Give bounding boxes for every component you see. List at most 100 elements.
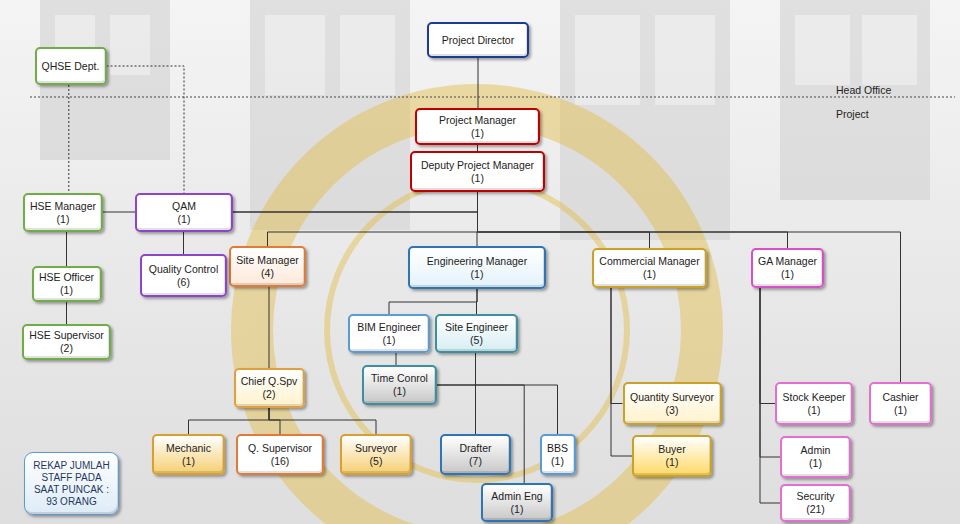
role-title: Quality Control bbox=[149, 263, 218, 276]
org-box: GA Manager(1) bbox=[751, 248, 824, 288]
org-box: Project Manager(1) bbox=[415, 108, 540, 145]
org-box: Security(21) bbox=[780, 484, 851, 522]
summary-box: REKAP JUMLAH STAFF PADA SAAT PUNCAK : 93… bbox=[24, 452, 119, 515]
org-box: Drafter(7) bbox=[440, 434, 511, 475]
staff-count: (1) bbox=[643, 268, 656, 281]
org-box: Engineering Manager(1) bbox=[408, 246, 546, 289]
org-box: Chief Q.Spv(2) bbox=[234, 368, 305, 408]
staff-count: (1) bbox=[781, 268, 794, 281]
role-title: HSE Supervisor bbox=[29, 329, 104, 342]
staff-count: (3) bbox=[666, 404, 679, 417]
role-title: Deputy Project Manager bbox=[421, 159, 534, 172]
building-facade bbox=[40, 0, 930, 240]
connector-line bbox=[233, 192, 478, 212]
zone-label: Head Office bbox=[836, 84, 891, 96]
role-title: Buyer bbox=[658, 443, 685, 456]
staff-count: (1) bbox=[393, 385, 406, 398]
role-title: Security bbox=[797, 490, 835, 503]
role-title: REKAP JUMLAH STAFF PADA SAAT PUNCAK : 93… bbox=[29, 460, 114, 508]
connector-line bbox=[396, 353, 397, 365]
staff-count: (1) bbox=[809, 457, 822, 470]
connector-line bbox=[437, 385, 524, 483]
connector-line bbox=[478, 192, 650, 248]
role-title: Quantity Surveyor bbox=[630, 391, 714, 404]
org-box: Surveyor(5) bbox=[340, 434, 412, 475]
connector-line bbox=[389, 289, 477, 314]
org-box: Project Director bbox=[427, 22, 529, 58]
staff-count: (1) bbox=[808, 404, 821, 417]
connector-line bbox=[476, 289, 478, 314]
role-title: HSE Officer bbox=[39, 271, 94, 284]
org-box: HSE Officer(1) bbox=[32, 266, 102, 302]
connector-line bbox=[268, 192, 478, 246]
org-box: Admin Eng(1) bbox=[481, 483, 553, 522]
org-box: Site Engineer(5) bbox=[435, 314, 518, 353]
org-box: Q. Supervisor(16) bbox=[236, 434, 324, 475]
role-title: GA Manager bbox=[758, 255, 817, 268]
role-title: Time Conrol bbox=[371, 372, 428, 385]
org-box: QAM(1) bbox=[135, 193, 233, 232]
role-title: Admin Eng bbox=[491, 490, 542, 503]
role-title: Surveyor bbox=[355, 442, 397, 455]
role-title: Cashier bbox=[882, 391, 918, 404]
connector-line bbox=[478, 58, 479, 108]
staff-count: (6) bbox=[177, 276, 190, 289]
staff-count: (2) bbox=[60, 342, 73, 355]
connector-line bbox=[760, 288, 775, 404]
org-box: BBS(1) bbox=[540, 434, 576, 475]
staff-count: (1) bbox=[471, 268, 484, 281]
role-title: BIM Engineer bbox=[357, 321, 421, 334]
connector-line bbox=[760, 288, 780, 457]
role-title: QHSE Dept. bbox=[42, 60, 100, 73]
connector-line bbox=[107, 66, 185, 193]
org-box: HSE Manager(1) bbox=[23, 193, 103, 232]
staff-count: (1) bbox=[471, 172, 484, 185]
org-box: BIM Engineer(1) bbox=[348, 314, 430, 353]
connector-line bbox=[66, 232, 67, 266]
connector-line bbox=[189, 408, 270, 434]
role-title: Site Engineer bbox=[445, 321, 508, 334]
org-box: Stock Keeper(1) bbox=[775, 382, 853, 425]
role-title: Chief Q.Spv bbox=[241, 375, 298, 388]
staff-count: (2) bbox=[263, 388, 276, 401]
office-boundary-line bbox=[30, 97, 955, 98]
org-box: Deputy Project Manager(1) bbox=[410, 151, 545, 192]
org-box: Admin(1) bbox=[780, 436, 851, 478]
role-title: BBS bbox=[547, 442, 568, 455]
connector-line bbox=[437, 385, 558, 434]
staff-count: (16) bbox=[271, 455, 290, 468]
connector-line bbox=[478, 192, 788, 248]
role-title: Project Manager bbox=[439, 114, 516, 127]
connector-line bbox=[183, 232, 184, 254]
role-title: Engineering Manager bbox=[427, 255, 527, 268]
staff-count: (5) bbox=[370, 455, 383, 468]
org-box: Buyer(1) bbox=[632, 435, 712, 477]
staff-count: (1) bbox=[471, 127, 484, 140]
org-box: Site Manager(4) bbox=[229, 246, 306, 287]
role-title: HSE Manager bbox=[30, 200, 96, 213]
role-title: Commercial Manager bbox=[599, 255, 699, 268]
role-title: Admin bbox=[801, 444, 831, 457]
role-title: Drafter bbox=[459, 442, 491, 455]
connector-line bbox=[269, 287, 270, 368]
connector-line bbox=[269, 408, 376, 434]
org-box: Time Conrol(1) bbox=[362, 365, 437, 405]
staff-count: (1) bbox=[178, 213, 191, 226]
staff-count: (1) bbox=[383, 334, 396, 347]
staff-count: (1) bbox=[894, 404, 907, 417]
staff-count: (4) bbox=[261, 267, 274, 280]
connector-line bbox=[269, 408, 280, 434]
connector-line bbox=[611, 288, 623, 404]
staff-count: (1) bbox=[182, 455, 195, 468]
org-box: QHSE Dept. bbox=[35, 47, 107, 85]
staff-count: (1) bbox=[666, 456, 679, 469]
staff-count: (1) bbox=[511, 503, 524, 516]
connector-line bbox=[611, 288, 632, 456]
org-box: Cashier(1) bbox=[869, 382, 932, 425]
staff-count: (21) bbox=[806, 503, 825, 516]
org-box: Commercial Manager(1) bbox=[592, 248, 707, 288]
role-title: Site Manager bbox=[236, 254, 298, 267]
role-title: Stock Keeper bbox=[782, 391, 845, 404]
role-title: Q. Supervisor bbox=[248, 442, 312, 455]
role-title: Mechanic bbox=[166, 442, 211, 455]
